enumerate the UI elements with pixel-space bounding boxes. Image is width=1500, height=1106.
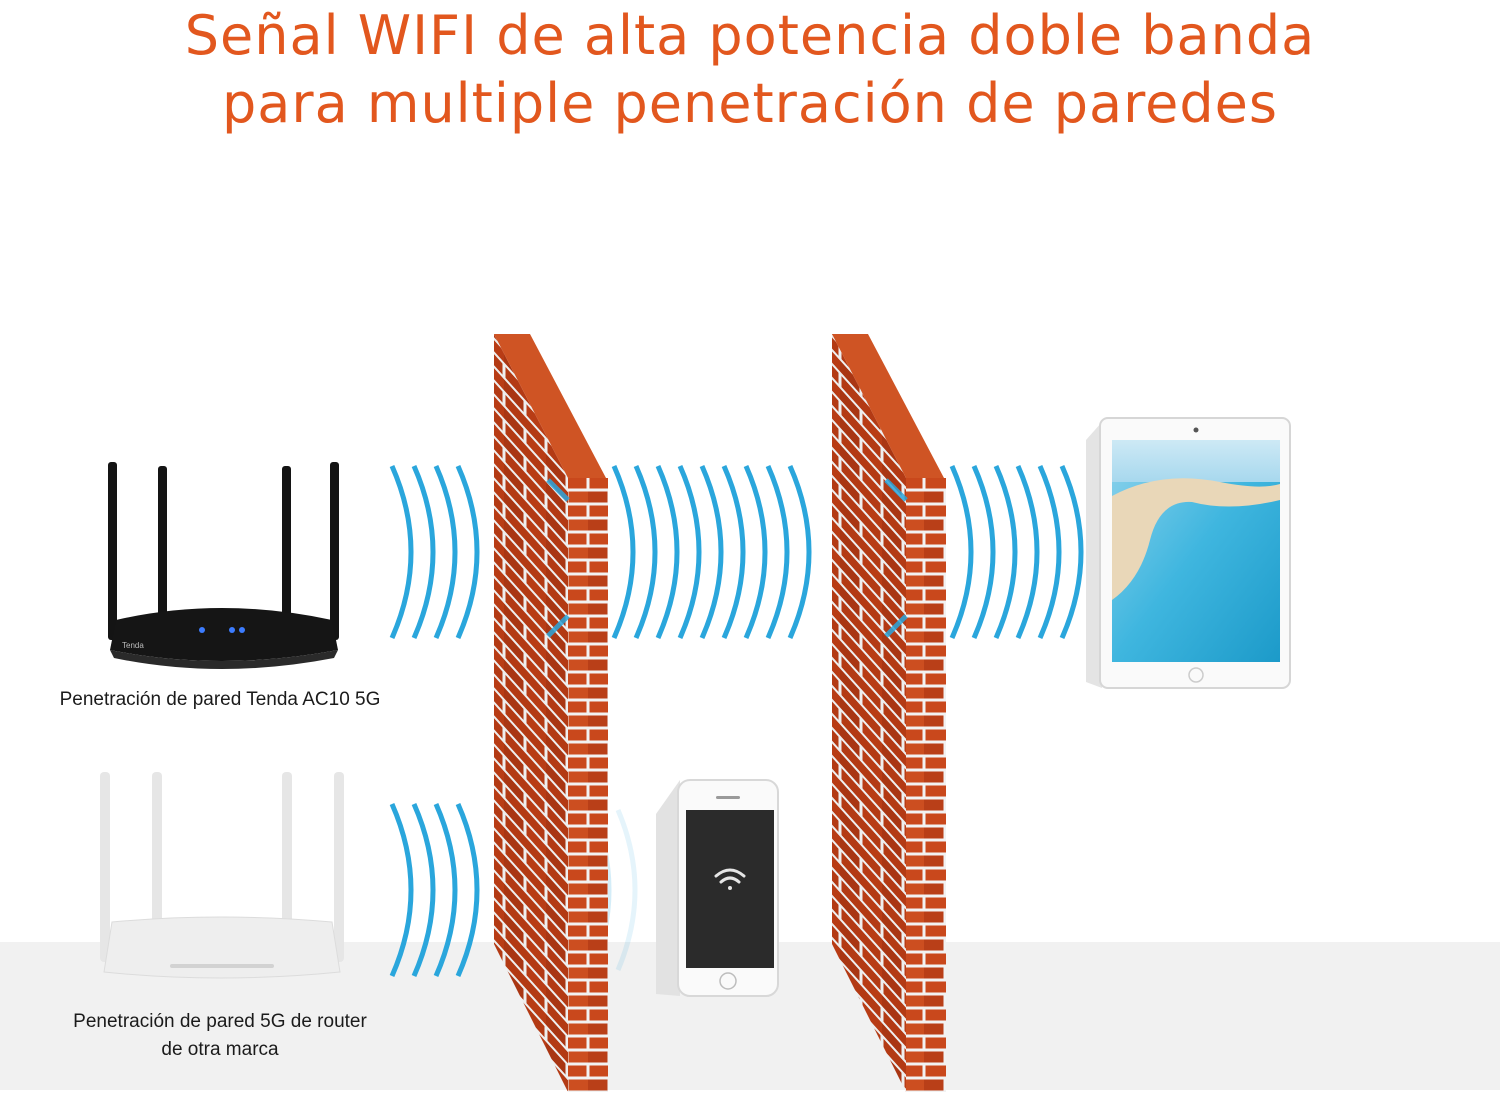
led [199,627,205,633]
wave-arc [455,802,480,978]
brick-wall-1 [494,334,608,1092]
led [239,627,245,633]
tablet-camera [1193,427,1199,433]
signal-waves-through-wall [546,478,908,638]
router-brand: Tenda [122,641,144,650]
wall-side [494,334,568,1092]
antenna [334,772,344,962]
wave-arc [993,464,1018,640]
wave-arc [1037,464,1062,640]
other-caption-line-1: Penetración de pared 5G de router [73,1011,367,1032]
tablet-sky [1112,440,1280,482]
wave-arc [433,802,458,978]
wave-arc [615,809,638,971]
tablet-sand [1112,478,1280,600]
antenna [282,772,292,942]
wave-arc [411,464,436,640]
wave-arc [677,464,702,640]
other-caption-line-2: de otra marca [161,1039,279,1060]
phone-side [656,780,680,996]
other-router [100,772,344,979]
router-body [103,916,341,979]
tablet-icon [1086,417,1291,689]
wave-arc [633,464,658,640]
wave-arc [721,464,746,640]
wave-arc [971,464,996,640]
signal-waves-tenda [389,464,1084,640]
led [229,627,235,633]
antenna [282,466,291,616]
wave-arc [546,614,570,638]
wave-arc [765,464,790,640]
wave-arc [884,614,908,638]
title-line-1: Señal WIFI de alta potencia doble banda [184,4,1316,67]
tenda-router: Tenda [108,462,339,669]
wave-arc [1015,464,1040,640]
wave-arc [389,802,414,978]
title-line-2: para multiple penetración de paredes [222,72,1278,135]
tenda-caption: Penetración de pared Tenda AC10 5G [59,689,381,710]
antenna [100,772,110,962]
brick-wall-2 [832,334,946,1092]
wall-top [494,334,606,478]
wave-arc [699,464,724,640]
wall-front [906,478,946,1092]
tablet-side [1086,422,1102,688]
wifi-icon [714,868,746,890]
router-body [110,608,338,661]
router-edge [110,650,338,669]
phone-home-button [719,972,737,990]
other-router-caption: Penetración de pared 5G de router de otr… [40,1008,400,1064]
antenna [158,466,167,616]
wall-side [832,334,906,1092]
smartphone-icon [656,779,779,997]
phone-speaker [716,796,740,799]
antenna [108,462,117,640]
wave-arc [884,478,908,502]
wave-arc [787,464,812,640]
wave-arc [655,464,680,640]
wall-top [832,334,944,478]
antenna [330,462,339,640]
antenna [152,772,162,942]
wave-arc [411,802,436,978]
wave-arc [1059,464,1084,640]
wave-arc [611,464,636,640]
wave-arc [389,464,414,640]
tablet-home-button [1188,667,1204,683]
wave-arc [949,464,974,640]
wave-arc [546,478,570,502]
wave-arc [455,464,480,640]
router-slot [170,964,274,968]
wave-arc [743,464,768,640]
wall-front [568,478,608,1092]
wave-arc [433,464,458,640]
